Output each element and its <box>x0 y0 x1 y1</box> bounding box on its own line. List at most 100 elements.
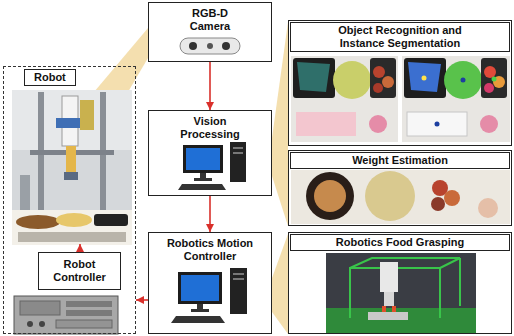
segmentation-photo <box>402 56 510 142</box>
robot-photo <box>12 210 132 245</box>
computer-icon <box>178 272 222 304</box>
food-tray-photo <box>369 115 387 133</box>
title-frame: Weight Estimation <box>290 152 510 169</box>
segmentation-photo <box>435 122 440 127</box>
segmentation-photo <box>492 77 497 82</box>
controller-device <box>66 310 112 316</box>
food-tray-photo <box>291 56 398 142</box>
robot-photo <box>80 100 94 130</box>
computer-icon <box>181 275 219 301</box>
segmentation-photo <box>402 56 510 142</box>
result-panel: Robotics Food Grasping <box>288 232 512 334</box>
highlight-wedge <box>272 22 288 226</box>
controller-device <box>14 296 118 334</box>
group-heading: Robot <box>24 69 76 86</box>
computer-icon <box>178 184 226 190</box>
computer-icon <box>171 316 225 323</box>
device-box: Robotics Motion Controller <box>148 232 272 334</box>
grasping-simulation <box>350 258 460 318</box>
computer-icon <box>191 309 209 312</box>
robot-photo <box>20 175 30 212</box>
title-frame: Object Recognition and Instance Segmenta… <box>290 22 510 52</box>
segmentation-photo <box>422 76 427 81</box>
computer-icon <box>186 148 220 170</box>
camera-icon <box>222 42 230 50</box>
flow-arrow <box>136 299 148 301</box>
robot-photo <box>64 172 78 180</box>
segmentation-photo <box>461 78 466 83</box>
robot-photo <box>94 214 128 226</box>
food-tray-photo <box>370 58 396 98</box>
computer-icon <box>233 147 243 149</box>
segmentation-photo <box>404 58 446 98</box>
weight-photo <box>444 190 460 206</box>
robot-photo <box>12 90 132 245</box>
panel-title: Robotics Food Grasping <box>293 236 507 249</box>
device-box: RGB-D Camera <box>148 2 272 62</box>
grasping-simulation <box>326 253 476 333</box>
flow-arrow <box>209 196 211 232</box>
controller-device <box>66 301 112 307</box>
robot-photo <box>56 213 92 227</box>
controller-box: Robot Controller <box>38 252 121 290</box>
flow-arrow <box>209 62 211 110</box>
controller-device <box>56 320 112 328</box>
food-tray-photo <box>293 58 335 98</box>
computer-icon <box>230 142 246 182</box>
highlight-wedge <box>272 234 288 334</box>
controller-arrow <box>79 244 81 252</box>
weight-photo <box>431 197 445 211</box>
grasping-simulation <box>326 308 476 333</box>
segmentation-photo <box>481 58 507 98</box>
weight-photo <box>291 170 510 224</box>
segmentation-photo <box>407 112 467 136</box>
panel-title: Weight Estimation <box>293 154 507 167</box>
box-label: RGB-D Camera <box>180 7 240 32</box>
food-tray-photo <box>291 56 398 142</box>
weight-photo <box>365 171 415 221</box>
food-tray-photo <box>296 112 356 136</box>
camera-icon <box>207 43 213 49</box>
segmentation-photo <box>480 115 498 133</box>
computer-icon <box>233 152 243 154</box>
robot-photo <box>12 90 132 245</box>
robot-group: RobotRobot Controller <box>3 66 136 334</box>
computer-icon <box>200 173 206 178</box>
title-frame: Robotics Food Grasping <box>290 234 510 251</box>
camera-icon <box>180 38 240 54</box>
device-box: Vision Processing <box>148 110 272 196</box>
segmentation-photo <box>408 62 441 92</box>
computer-icon <box>230 268 247 314</box>
box-label: Robot Controller <box>48 258 112 283</box>
robot-photo <box>12 90 132 150</box>
computer-icon <box>197 304 203 309</box>
box-label: Vision Processing <box>175 115 245 140</box>
robot-photo <box>56 118 84 128</box>
grasping-simulation <box>384 292 394 306</box>
segmentation-photo <box>444 61 482 99</box>
segmentation-photo <box>484 66 496 78</box>
panel-title: Object Recognition and Instance Segmenta… <box>325 24 475 50</box>
box-label: Robotics Motion Controller <box>160 237 260 262</box>
computer-icon <box>183 145 223 173</box>
controller-device <box>27 321 33 327</box>
segmentation-photo <box>484 83 494 93</box>
camera-icon <box>189 42 197 50</box>
highlight-wedge <box>94 28 148 92</box>
controller-device <box>39 321 45 327</box>
food-tray-photo <box>333 61 371 99</box>
weight-photo <box>291 170 510 224</box>
result-panel: Object Recognition and Instance Segmenta… <box>288 20 512 146</box>
controller-device <box>14 296 118 334</box>
weight-photo <box>306 172 354 220</box>
camera-icon <box>180 38 240 54</box>
robot-photo <box>18 232 126 242</box>
computer-icon <box>233 278 244 280</box>
weight-photo <box>314 180 346 212</box>
weight-photo <box>478 198 498 218</box>
grasping-simulation <box>380 262 398 292</box>
computer-icon <box>233 273 244 275</box>
computer-icon <box>194 178 212 181</box>
robot-photo <box>66 146 76 174</box>
